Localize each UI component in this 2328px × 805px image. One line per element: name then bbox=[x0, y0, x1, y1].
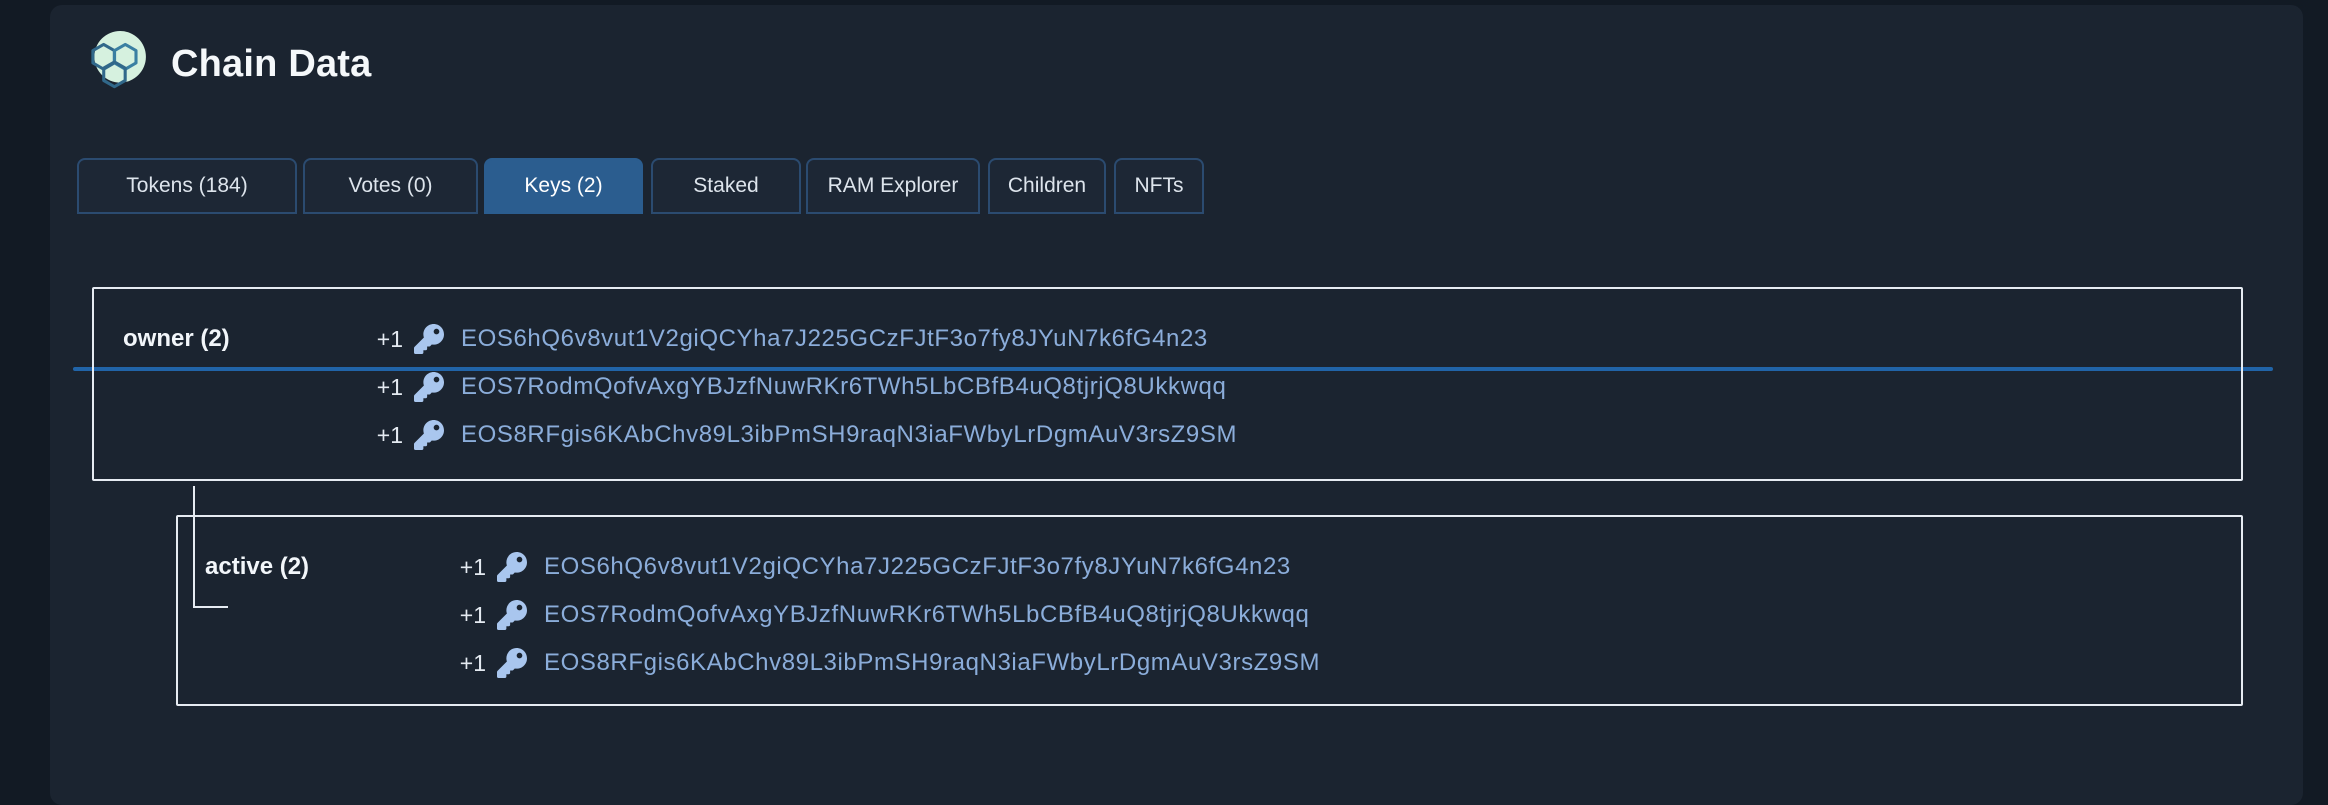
permission-label-active: active (2) bbox=[205, 553, 310, 580]
public-key-link[interactable]: EOS6hQ6v8vut1V2giQCYha7J225GCzFJtF3o7fy8… bbox=[544, 553, 1291, 580]
page-header: Chain Data bbox=[83, 29, 371, 99]
tab-children[interactable]: Children bbox=[988, 158, 1106, 214]
key-icon bbox=[497, 600, 527, 630]
tab-nfts[interactable]: NFTs bbox=[1114, 158, 1204, 214]
key-weight: +1 bbox=[376, 373, 403, 400]
tab-tokens[interactable]: Tokens (184) bbox=[77, 158, 297, 214]
key-weight: +1 bbox=[376, 421, 403, 448]
permission-label-owner: owner (2) bbox=[123, 325, 230, 352]
chain-data-logo-icon bbox=[91, 31, 146, 89]
active-permission-box: active (2) +1 EOS6hQ6v8vut1V2giQCYha7J22… bbox=[176, 515, 2243, 706]
tab-votes[interactable]: Votes (0) bbox=[303, 158, 478, 214]
public-key-link[interactable]: EOS8RFgis6KAbChv89L3ibPmSH9raqN3iaFWbyLr… bbox=[461, 421, 1238, 448]
tab-keys[interactable]: Keys (2) bbox=[484, 158, 643, 214]
tab-bar: Tokens (184) Votes (0) Keys (2) Staked R… bbox=[50, 158, 2303, 371]
key-weight: +1 bbox=[459, 601, 486, 628]
public-key-link[interactable]: EOS7RodmQofvAxgYBJzfNuwRKr6TWh5LbCBfB4uQ… bbox=[461, 373, 1227, 400]
key-weight: +1 bbox=[459, 553, 486, 580]
key-icon bbox=[497, 648, 527, 678]
public-key-link[interactable]: EOS6hQ6v8vut1V2giQCYha7J225GCzFJtF3o7fy8… bbox=[461, 325, 1208, 352]
key-row: +1 EOS8RFgis6KAbChv89L3ibPmSH9raqN3iaFWb… bbox=[375, 418, 1237, 452]
key-row: +1 EOS8RFgis6KAbChv89L3ibPmSH9raqN3iaFWb… bbox=[458, 646, 1320, 680]
permission-tree-connector-horizontal bbox=[193, 606, 228, 608]
public-key-link[interactable]: EOS8RFgis6KAbChv89L3ibPmSH9raqN3iaFWbyLr… bbox=[544, 649, 1321, 676]
key-icon bbox=[414, 324, 444, 354]
key-icon bbox=[414, 372, 444, 402]
tab-staked[interactable]: Staked bbox=[651, 158, 801, 214]
owner-key-list: +1 EOS6hQ6v8vut1V2giQCYha7J225GCzFJtF3o7… bbox=[375, 322, 1237, 452]
public-key-link[interactable]: EOS7RodmQofvAxgYBJzfNuwRKr6TWh5LbCBfB4uQ… bbox=[544, 601, 1310, 628]
key-row: +1 EOS6hQ6v8vut1V2giQCYha7J225GCzFJtF3o7… bbox=[375, 322, 1237, 356]
tab-underline bbox=[73, 367, 2273, 371]
key-row: +1 EOS7RodmQofvAxgYBJzfNuwRKr6TWh5LbCBfB… bbox=[375, 370, 1237, 404]
key-row: +1 EOS7RodmQofvAxgYBJzfNuwRKr6TWh5LbCBfB… bbox=[458, 598, 1320, 632]
key-weight: +1 bbox=[376, 325, 403, 352]
key-icon bbox=[414, 420, 444, 450]
key-icon bbox=[497, 552, 527, 582]
key-weight: +1 bbox=[459, 649, 486, 676]
page-title: Chain Data bbox=[171, 42, 372, 85]
owner-permission-box: owner (2) +1 EOS6hQ6v8vut1V2giQCYha7J225… bbox=[92, 287, 2243, 481]
key-row: +1 EOS6hQ6v8vut1V2giQCYha7J225GCzFJtF3o7… bbox=[458, 550, 1320, 584]
active-key-list: +1 EOS6hQ6v8vut1V2giQCYha7J225GCzFJtF3o7… bbox=[458, 550, 1320, 680]
permission-tree-connector-vertical bbox=[193, 486, 195, 608]
tab-ram-explorer[interactable]: RAM Explorer bbox=[806, 158, 980, 214]
chain-data-panel: Chain Data Tokens (184) Votes (0) Keys (… bbox=[50, 5, 2303, 805]
